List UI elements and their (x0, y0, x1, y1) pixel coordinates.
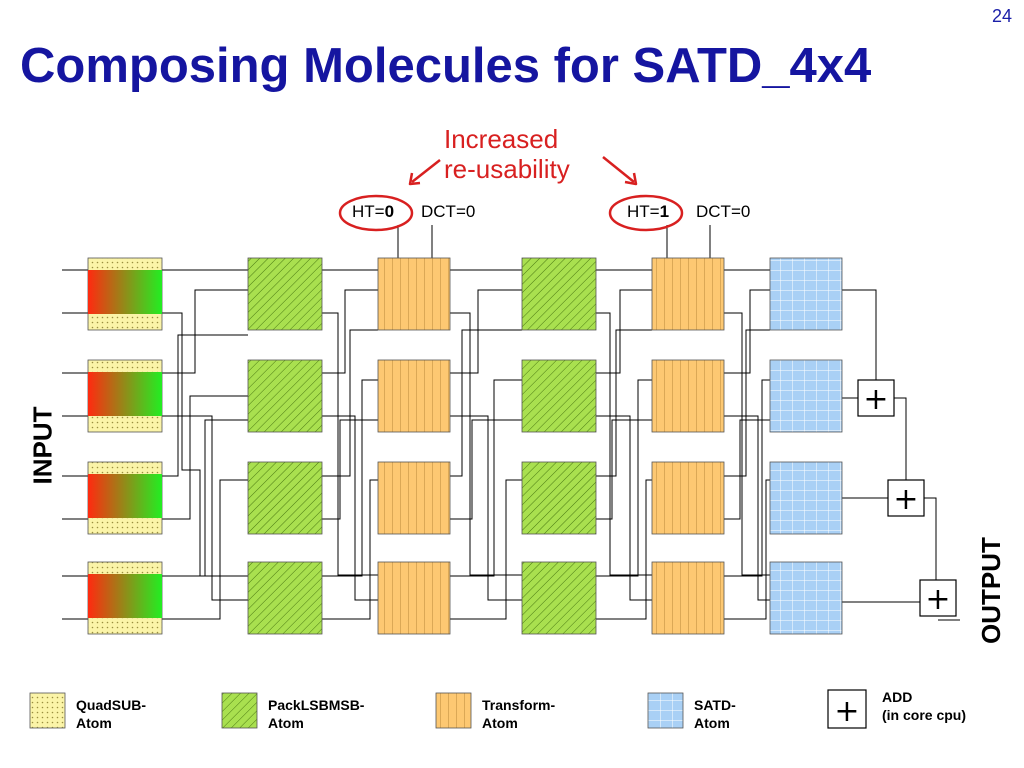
transform-swatch (435, 692, 472, 729)
legend-line: Transform- (482, 697, 556, 713)
ht-value: 0 (384, 202, 395, 221)
satd-atom (769, 561, 843, 635)
legend-line: SATD- (694, 697, 736, 713)
quadsub-column (87, 257, 163, 635)
add-symbol: + (893, 482, 918, 517)
add-atom: + (857, 379, 895, 417)
transform-column-1 (377, 257, 451, 635)
ht-control-1: HT=0 (352, 202, 394, 222)
satd-swatch (647, 692, 684, 729)
quadsub-atom (87, 359, 163, 433)
legend-line: Atom (268, 715, 304, 731)
ht-prefix: HT= (352, 202, 385, 221)
legend-add-symbol: + (834, 694, 859, 729)
legend-add: ADD (in core cpu) (882, 688, 966, 724)
add-symbol: + (863, 382, 888, 417)
reusability-callout: Increased re-usability (444, 124, 604, 184)
legend-line: (in core cpu) (882, 707, 967, 723)
packlsb-atom (521, 257, 597, 331)
ht-control-2: HT=1 (627, 202, 669, 222)
add-atom: + (919, 579, 957, 617)
adder-chain: + + + (857, 379, 957, 617)
satd-atom (769, 257, 843, 331)
ht-prefix: HT= (627, 202, 660, 221)
legend-line: PackLSBMSB- (268, 697, 365, 713)
add-swatch (827, 689, 867, 729)
legend-quadsub: QuadSUB- Atom (76, 696, 146, 732)
transform-atom (651, 461, 725, 535)
legend-line: Atom (76, 715, 112, 731)
packlsb-atom (521, 461, 597, 535)
transform-atom (651, 257, 725, 331)
legend-swatches (29, 689, 867, 729)
transform-atom (651, 359, 725, 433)
packlsb-atom (247, 461, 323, 535)
add-atom: + (887, 479, 925, 517)
transform-atom (377, 257, 451, 331)
quadsub-swatch (29, 692, 66, 729)
transform-atom (377, 561, 451, 635)
satd-atom (769, 359, 843, 433)
packlsb-atom (247, 561, 323, 635)
transform-atom (651, 561, 725, 635)
transform-atom (377, 359, 451, 433)
satd-atom (769, 461, 843, 535)
legend-line: QuadSUB- (76, 697, 146, 713)
packlsb-atom (247, 257, 323, 331)
legend-line: Atom (482, 715, 518, 731)
packlsb-atom (521, 359, 597, 433)
transform-column-2 (651, 257, 725, 635)
add-symbol: + (925, 582, 950, 617)
packlsb-atom (247, 359, 323, 433)
packlsb-atom (521, 561, 597, 635)
satd-column (769, 257, 843, 635)
callout-line-2: re-usability (444, 154, 570, 184)
page-number: 24 (991, 6, 1012, 26)
slide-title: Composing Molecules for SATD_4x4 (20, 39, 872, 93)
quadsub-atom (87, 561, 163, 635)
dct-control-1: DCT=0 (421, 202, 476, 221)
quadsub-atom (87, 257, 163, 331)
wiring (62, 225, 960, 621)
legend-packlsb: PackLSBMSB- Atom (268, 696, 364, 732)
legend-line: Atom (694, 715, 730, 731)
dct-control-2: DCT=0 (696, 202, 751, 221)
transform-atom (377, 461, 451, 535)
ht-value: 1 (659, 202, 670, 221)
legend-transform: Transform- Atom (482, 696, 555, 732)
legend-line: ADD (882, 689, 913, 705)
packlsb-swatch (221, 692, 258, 729)
packlsb-column-2 (521, 257, 597, 635)
callout-arrows (338, 156, 684, 232)
quadsub-atom (87, 461, 163, 535)
packlsb-column-1 (247, 257, 323, 635)
callout-line-1: Increased (444, 124, 559, 154)
legend-satd: SATD- Atom (694, 696, 736, 732)
